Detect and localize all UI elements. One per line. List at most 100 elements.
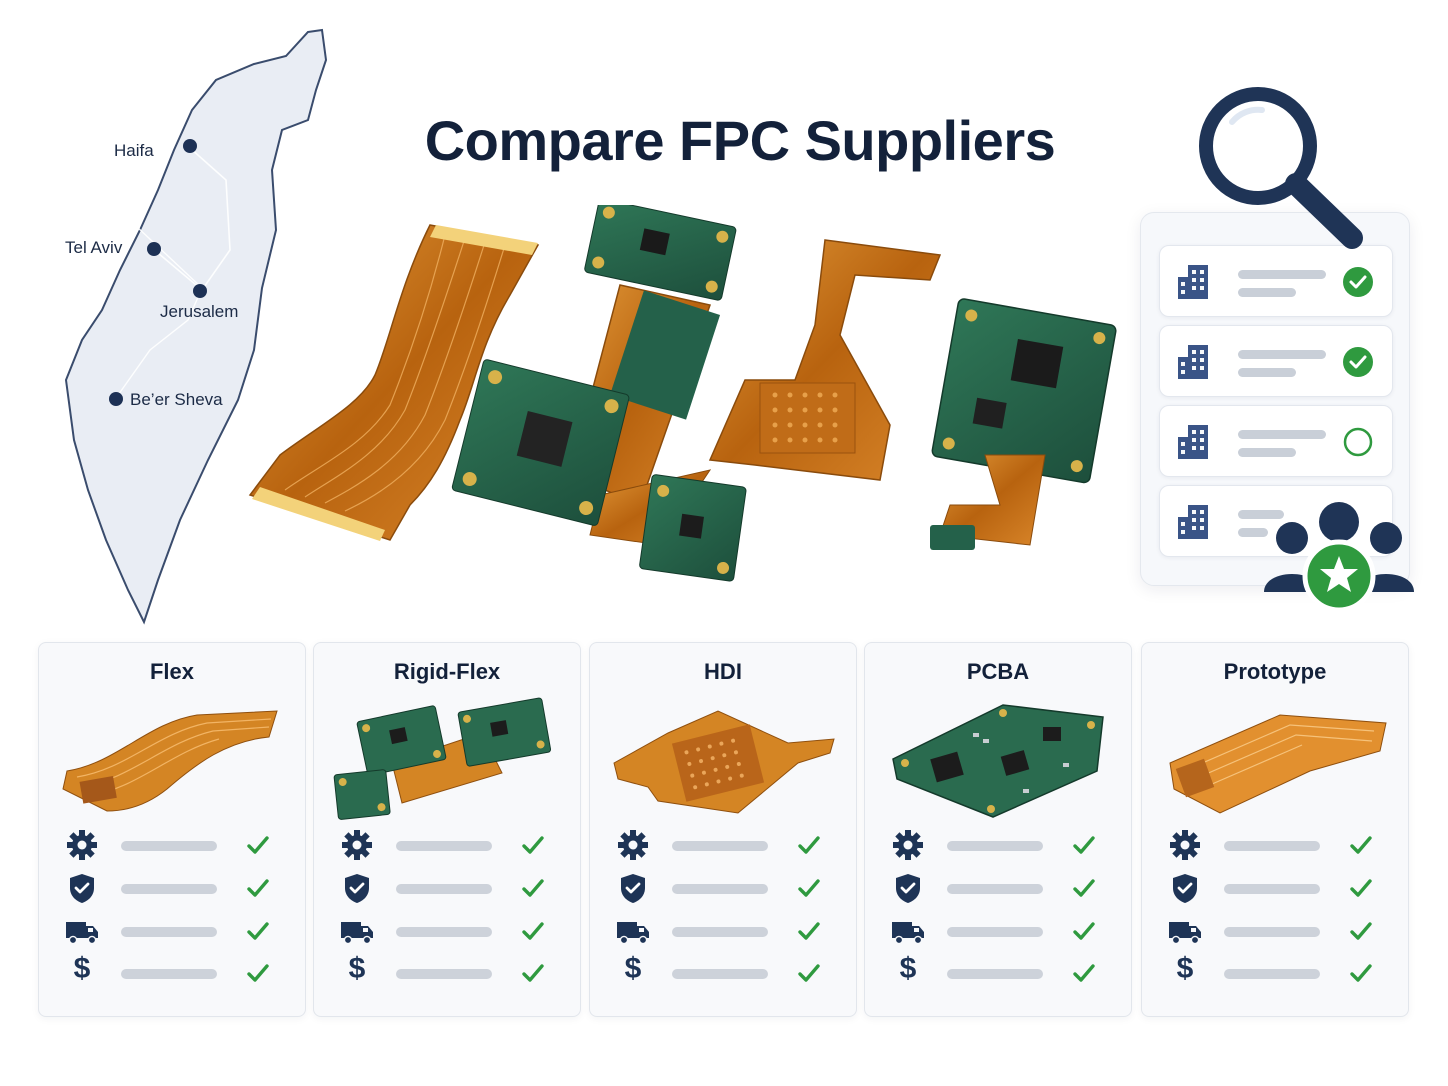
- hero-rigid-flex-board: [451, 205, 747, 582]
- shield-check-icon: [1173, 874, 1197, 903]
- category-card-hdi[interactable]: HDI: [589, 642, 857, 1017]
- feature-placeholder-bar: [672, 969, 768, 979]
- gear-icon: [67, 830, 97, 860]
- category-card-rigid-flex[interactable]: Rigid-Flex: [313, 642, 581, 1017]
- check-icon: [522, 836, 544, 854]
- feature-placeholder-bar: [121, 884, 217, 894]
- check-icon: [1073, 879, 1095, 897]
- feature-row: [865, 871, 1131, 905]
- category-card-pcba[interactable]: PCBA: [864, 642, 1132, 1017]
- feature-placeholder-bar: [947, 884, 1043, 894]
- dollar-icon: $: [73, 952, 91, 985]
- card-title: Rigid-Flex: [393, 659, 501, 684]
- feature-placeholder-bar: [947, 969, 1043, 979]
- truck-icon: [1169, 922, 1201, 945]
- feature-row: [865, 914, 1131, 948]
- feature-row: [590, 828, 856, 862]
- check-icon: [1350, 964, 1372, 982]
- check-icon: [1073, 964, 1095, 982]
- rigid-flex-board-image: [333, 697, 552, 820]
- feature-row: [314, 871, 580, 905]
- feature-row: [1142, 828, 1408, 862]
- supplier-row[interactable]: [1159, 325, 1393, 397]
- feature-placeholder-bar: [672, 841, 768, 851]
- gear-icon: [618, 830, 648, 860]
- category-card-flex[interactable]: Flex: [38, 642, 306, 1017]
- israel-map: Haifa Tel Aviv Jerusalem Be’er Sheva: [40, 20, 360, 630]
- feature-row: [1142, 871, 1408, 905]
- check-icon: [1073, 922, 1095, 940]
- hero-hdi-flex: [708, 239, 942, 481]
- category-card-prototype[interactable]: Prototype: [1141, 642, 1409, 1017]
- check-icon: [1350, 879, 1372, 897]
- check-circle-icon: [1343, 347, 1373, 377]
- check-icon: [1350, 922, 1372, 940]
- supplier-row[interactable]: [1159, 245, 1393, 317]
- feature-row: [39, 914, 305, 948]
- truck-icon: [617, 922, 649, 945]
- feature-placeholder-bar: [396, 969, 492, 979]
- tel-aviv-marker: [147, 242, 161, 256]
- feature-placeholder-bar: [672, 927, 768, 937]
- supplier-row[interactable]: [1159, 405, 1393, 477]
- check-icon: [522, 964, 544, 982]
- hdi-board-image: [613, 710, 835, 814]
- city-label-tel-aviv: Tel Aviv: [65, 238, 123, 257]
- truck-icon: [66, 922, 98, 945]
- dollar-icon: $: [624, 952, 642, 985]
- check-icon: [522, 879, 544, 897]
- magnifier-icon: [1199, 87, 1363, 249]
- check-icon: [247, 836, 269, 854]
- check-icon: [1350, 836, 1372, 854]
- feature-placeholder-bar: [1224, 841, 1320, 851]
- gear-icon: [342, 830, 372, 860]
- card-title: Prototype: [1223, 659, 1327, 684]
- page-title: Compare FPC Suppliers: [424, 109, 1056, 172]
- building-icon: [1178, 265, 1208, 299]
- feature-row: $: [39, 952, 305, 990]
- map-country-shape: [64, 28, 328, 625]
- feature-row: [39, 871, 305, 905]
- hero-circuit-boards: [240, 205, 1130, 600]
- feature-placeholder-bar: [672, 884, 768, 894]
- feature-placeholder-bar: [121, 841, 217, 851]
- check-icon: [247, 922, 269, 940]
- feature-row: [1142, 914, 1408, 948]
- city-label-haifa: Haifa: [114, 141, 154, 160]
- truck-icon: [892, 922, 924, 945]
- shield-check-icon: [70, 874, 94, 903]
- beer-sheva-marker: [109, 392, 123, 406]
- feature-placeholder-bar: [121, 969, 217, 979]
- check-icon: [1073, 836, 1095, 854]
- feature-row: [590, 871, 856, 905]
- feature-placeholder-bar: [1224, 969, 1320, 979]
- feature-row: [865, 828, 1131, 862]
- feature-placeholder-bar: [396, 884, 492, 894]
- hero-pcba-board: [930, 298, 1117, 550]
- haifa-marker: [183, 139, 197, 153]
- pcba-board-image: [892, 704, 1104, 818]
- feature-row: $: [314, 952, 580, 990]
- building-icon: [1178, 505, 1208, 539]
- feature-placeholder-bar: [121, 927, 217, 937]
- card-title: PCBA: [966, 659, 1030, 684]
- hero-flex-cable: [248, 224, 540, 541]
- check-icon: [247, 879, 269, 897]
- feature-placeholder-bar: [947, 927, 1043, 937]
- feature-placeholder-bar: [396, 841, 492, 851]
- check-icon: [798, 836, 820, 854]
- building-icon: [1178, 425, 1208, 459]
- check-icon: [798, 879, 820, 897]
- building-icon: [1178, 345, 1208, 379]
- empty-circle-icon: [1343, 427, 1373, 457]
- flex-board-image: [62, 710, 278, 812]
- feature-row: $: [590, 952, 856, 990]
- card-title: HDI: [704, 659, 742, 684]
- check-icon: [798, 922, 820, 940]
- prototype-board-image: [1169, 714, 1387, 814]
- feature-row: [314, 828, 580, 862]
- feature-placeholder-bar: [947, 841, 1043, 851]
- city-label-beer-sheva: Be’er Sheva: [130, 390, 223, 409]
- dollar-icon: $: [899, 952, 917, 985]
- dollar-icon: $: [348, 952, 366, 985]
